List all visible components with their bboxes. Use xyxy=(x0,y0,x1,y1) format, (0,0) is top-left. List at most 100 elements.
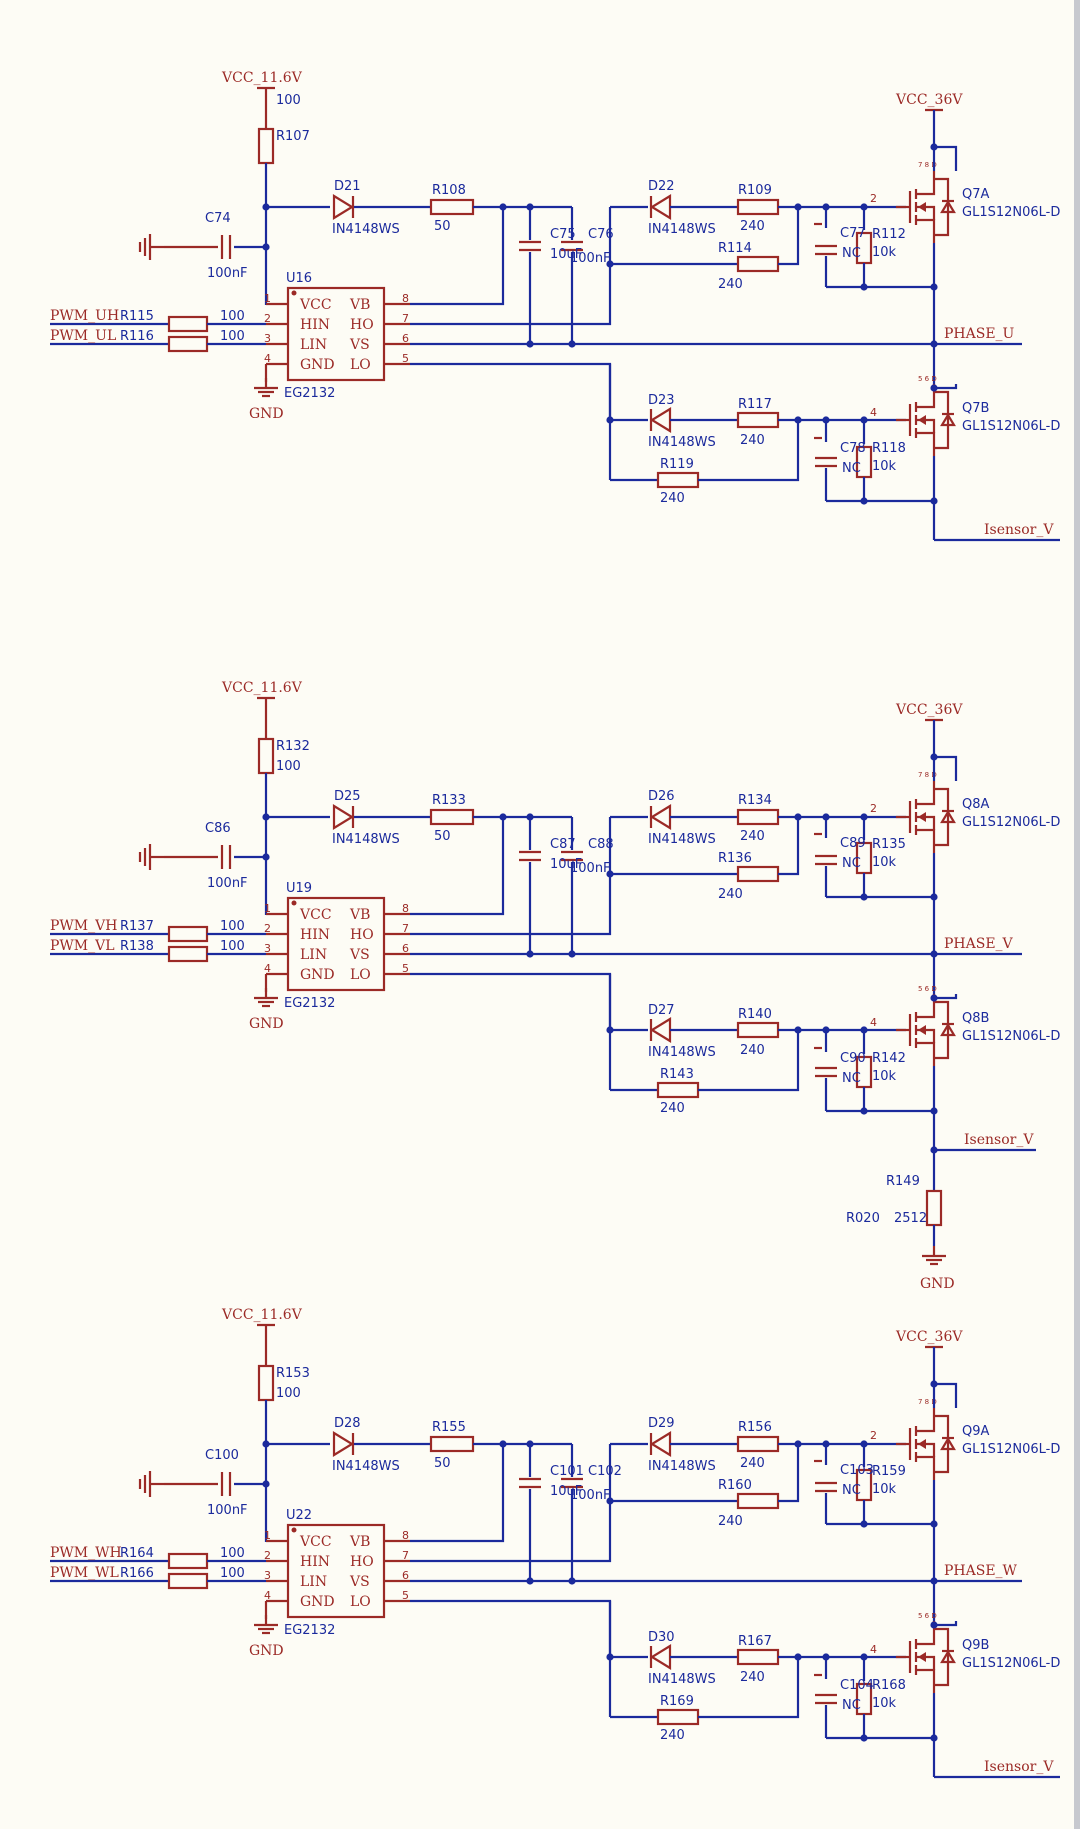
low-side-mosfet-symbol xyxy=(896,1621,956,1693)
vcc-high-label: VCC_36V xyxy=(895,92,963,108)
high-gs-capacitor-name: C103 xyxy=(840,1463,874,1478)
bootstrap-cap-1-value: 10uF xyxy=(550,857,582,872)
r-top-name: R107 xyxy=(276,129,310,144)
low-gate-diode-value: IN4148WS xyxy=(648,1045,716,1060)
r-top-value: 100 xyxy=(276,1386,301,1401)
low-gs-resistor-name: R168 xyxy=(872,1678,906,1693)
wire xyxy=(778,817,800,876)
low-gate-resistor-1-value: 240 xyxy=(740,1670,765,1685)
ic-pin-left-gnd: GND xyxy=(300,967,335,983)
wire xyxy=(934,1621,958,1627)
high-side-mosfet-symbol xyxy=(896,1408,956,1480)
pwm-l-resistor-name: R138 xyxy=(120,939,154,954)
low-gate-diode-value: IN4148WS xyxy=(648,1672,716,1687)
r-top-name: R132 xyxy=(276,739,310,754)
bootstrap-cap-1 xyxy=(519,850,541,862)
ic-pin-number: 7 xyxy=(402,922,409,935)
boot-resistor-value: 50 xyxy=(434,829,451,844)
mosfet-pin-tag: 7 8 D xyxy=(918,771,937,779)
phase-label: PHASE_V xyxy=(944,936,1014,952)
ic-pin-right-vb: VB xyxy=(349,1534,370,1550)
bootstrap-cap-1 xyxy=(519,240,541,252)
high-gate-resistor-2 xyxy=(736,1492,780,1510)
high-side-mosfet-symbol xyxy=(896,781,956,853)
junction-dot xyxy=(930,950,938,958)
ic-pin-right-ho: HO xyxy=(350,927,374,943)
high-gs-resistor-name: R112 xyxy=(872,227,906,242)
ic-name: U19 xyxy=(286,881,312,896)
low-gs-resistor-name: R118 xyxy=(872,441,906,456)
high-gate-resistor-2-value: 240 xyxy=(718,887,743,902)
phase-label: PHASE_W xyxy=(944,1563,1018,1579)
high-gate-diode-name: D26 xyxy=(648,789,675,804)
bootstrap-cap-1 xyxy=(519,1477,541,1489)
ic-pin-number: 2 xyxy=(264,1549,271,1562)
ic-pin-number: 8 xyxy=(402,292,409,305)
high-gate-resistor-2-name: R114 xyxy=(718,241,752,256)
wire xyxy=(410,874,612,936)
junction-dot xyxy=(930,1577,938,1585)
pwm-l-resistor-value: 100 xyxy=(220,329,245,344)
low-gate-pin-number: 4 xyxy=(870,1643,877,1656)
low-gate-resistor-1 xyxy=(736,1021,780,1039)
ic-ground-icon xyxy=(254,988,278,1008)
high-gate-diode-value: IN4148WS xyxy=(648,222,716,237)
boot-diode-symbol xyxy=(332,1431,355,1457)
low-gs-capacitor-value: NC xyxy=(842,1698,861,1713)
bootstrap-cap-2 xyxy=(561,240,583,252)
high-gs-capacitor xyxy=(815,854,837,866)
high-gs-resistor-value: 10k xyxy=(872,1482,897,1497)
boot-diode-value: IN4148WS xyxy=(332,222,400,237)
bootstrap-cap-2-name: C76 xyxy=(588,227,614,242)
cin-name: C100 xyxy=(205,1448,239,1463)
cin-ground-icon xyxy=(138,234,164,260)
wire xyxy=(698,420,800,482)
ic-pin-left-hin: HIN xyxy=(300,927,330,943)
low-gs-capacitor-value: NC xyxy=(842,1071,861,1086)
low-mosfet-name: Q7B xyxy=(962,401,989,416)
wire xyxy=(698,1030,800,1092)
ic-value: EG2132 xyxy=(284,996,335,1011)
vcc-high-label: VCC_36V xyxy=(895,1329,963,1345)
ic-pin-number: 3 xyxy=(264,1569,271,1582)
shunt-resistor-value: R020 xyxy=(846,1211,880,1226)
boot-diode-name: D25 xyxy=(334,789,361,804)
wire xyxy=(934,145,958,171)
high-gs-capacitor-value: NC xyxy=(842,1483,861,1498)
low-gate-pin-number: 4 xyxy=(870,1016,877,1029)
high-mosfet-name: Q9A xyxy=(962,1424,990,1439)
boot-resistor-value: 50 xyxy=(434,1456,451,1471)
junction-dot xyxy=(860,1107,868,1115)
high-mosfet-name: Q7A xyxy=(962,187,990,202)
ic-pin-left-hin: HIN xyxy=(300,1554,330,1570)
ic-pin-number: 2 xyxy=(264,312,271,325)
ic-pin-right-vs: VS xyxy=(349,947,370,963)
ic-pin-number: 6 xyxy=(402,1569,409,1582)
pwm-h-resistor-name: R164 xyxy=(120,1546,154,1561)
high-gate-diode-name: D22 xyxy=(648,179,675,194)
ic-pin-right-vs: VS xyxy=(349,1574,370,1590)
wire xyxy=(410,362,612,420)
high-gs-resistor-value: 10k xyxy=(872,245,897,260)
high-gate-resistor-2 xyxy=(736,255,780,273)
high-gate-pin-number: 2 xyxy=(870,802,877,815)
low-gate-resistor-1 xyxy=(736,411,780,429)
ic-pin-number: 6 xyxy=(402,942,409,955)
low-gate-diode-name: D23 xyxy=(648,393,675,408)
cin-capacitor xyxy=(220,1472,232,1496)
boot-resistor-name: R108 xyxy=(432,183,466,198)
low-gate-diode-value: IN4148WS xyxy=(648,435,716,450)
ic-ground-icon xyxy=(254,1615,278,1635)
low-gs-capacitor xyxy=(815,1693,837,1705)
low-gate-resistor-2-name: R143 xyxy=(660,1067,694,1082)
bootstrap-cap-1-name: C75 xyxy=(550,227,576,242)
pwm-l-resistor-value: 100 xyxy=(220,939,245,954)
pwm-h-resistor-name: R137 xyxy=(120,919,154,934)
phase-label: PHASE_U xyxy=(944,326,1015,342)
low-gate-diode-symbol xyxy=(649,1644,672,1670)
ic-pin-left-gnd: GND xyxy=(300,1594,335,1610)
pwm-h-resistor-value: 100 xyxy=(220,919,245,934)
wire xyxy=(410,264,612,326)
junction-dot xyxy=(860,1734,868,1742)
